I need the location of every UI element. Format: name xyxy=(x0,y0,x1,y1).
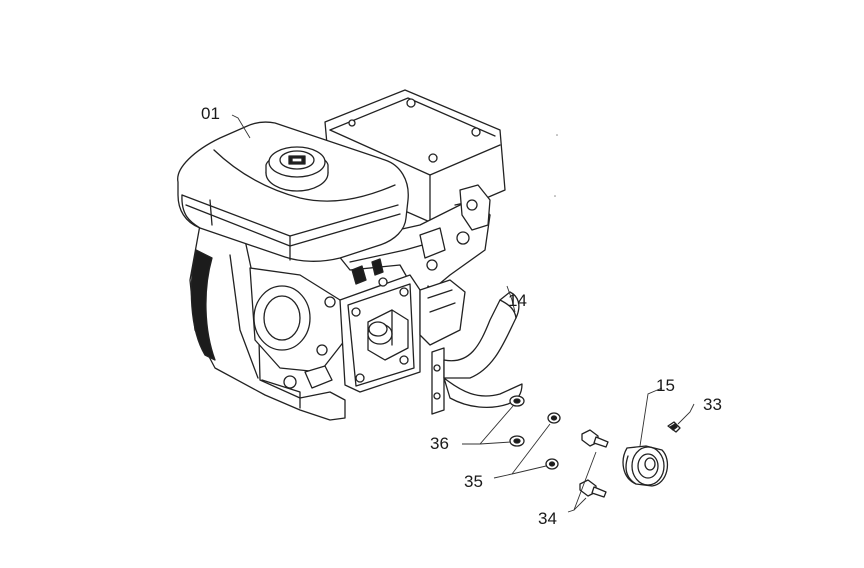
leader-15 xyxy=(639,387,663,447)
leader-34a xyxy=(567,451,597,513)
side-cover xyxy=(316,274,421,393)
washer-set-36 xyxy=(462,395,525,447)
leader-35a xyxy=(493,423,551,479)
engine-assembly xyxy=(177,89,506,421)
leader-01 xyxy=(231,114,251,139)
leader-35b xyxy=(511,465,547,475)
leader-36b xyxy=(479,441,512,445)
callout-36: 36 xyxy=(430,434,449,453)
washer-set-35 xyxy=(493,412,561,479)
leader-14 xyxy=(506,285,516,313)
callout-34: 34 xyxy=(538,509,557,528)
leader-36a xyxy=(462,405,514,445)
callout-01: 01 xyxy=(201,104,220,123)
stray-mark xyxy=(554,195,556,197)
fuel-tank xyxy=(177,121,409,262)
fuel-cap xyxy=(265,146,329,192)
callout-15: 15 xyxy=(656,376,675,395)
stray-mark xyxy=(556,134,558,136)
bolt-set-34 xyxy=(567,429,609,513)
leader-33 xyxy=(677,403,695,425)
leader-34b xyxy=(573,497,587,511)
pulley xyxy=(622,387,669,487)
callout-14: 14 xyxy=(508,291,527,310)
set-screw xyxy=(667,403,695,433)
callout-35: 35 xyxy=(464,472,483,491)
pto-shaft xyxy=(367,309,409,361)
callout-33: 33 xyxy=(703,395,722,414)
muffler xyxy=(419,184,491,346)
